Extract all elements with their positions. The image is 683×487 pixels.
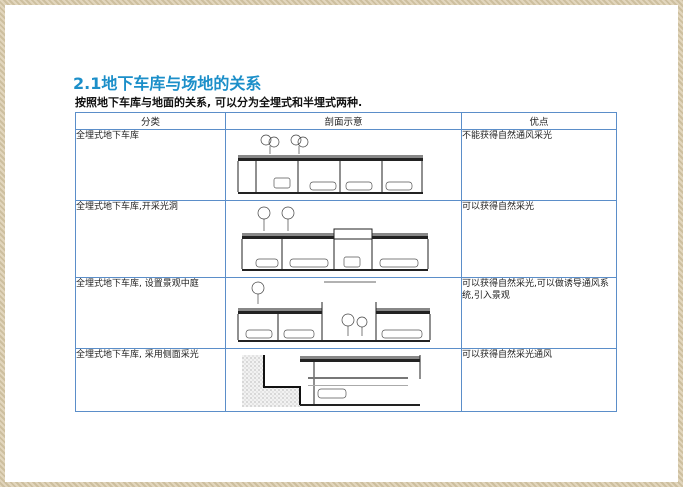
section-diagram-light-well (241, 206, 429, 271)
row-advantage: 可以获得自然采光通风 (461, 348, 617, 412)
row-type: 全埋式地下车库 (75, 129, 226, 201)
row-advantage: 不能获得自然通风采光 (461, 129, 617, 201)
row-advantage: 可以获得自然采光,可以做诱导通风系统,引入景观 (461, 277, 617, 349)
table-row: 全埋式地下车库, 设置景观中庭 (75, 277, 617, 349)
section-diagram-cell (225, 129, 462, 201)
section-diagram-cell (225, 277, 462, 349)
row-advantage: 可以获得自然采光 (461, 200, 617, 278)
section-diagram-cell (225, 348, 462, 412)
header-section-diagram: 剖面示意 (225, 112, 462, 130)
section-diagram-courtyard (237, 281, 431, 342)
table-row: 全埋式地下车库 (75, 129, 617, 201)
row-type: 全埋式地下车库, 设置景观中庭 (75, 277, 226, 349)
page-title: 2.1地下车库与场地的关系 (73, 74, 262, 93)
section-diagram-side-lighting (242, 355, 421, 407)
garage-type-table: 分类 剖面示意 优点 全埋式地下车库 (75, 112, 617, 412)
page-subtitle: 按照地下车库与地面的关系, 可以分为全埋式和半埋式两种. (75, 96, 363, 109)
table-row: 全埋式地下车库, 采用侧面采光 (75, 348, 617, 412)
table-row: 全埋式地下车库,开采光洞 (75, 200, 617, 278)
header-advantage: 优点 (461, 112, 617, 130)
header-note (313, 30, 523, 36)
section-diagram-full-buried (237, 134, 423, 194)
header-category: 分类 (75, 112, 226, 130)
table-header-row: 分类 剖面示意 优点 (75, 112, 617, 130)
row-type: 全埋式地下车库,开采光洞 (75, 200, 226, 278)
row-type: 全埋式地下车库, 采用侧面采光 (75, 348, 226, 412)
section-diagram-cell (225, 200, 462, 278)
